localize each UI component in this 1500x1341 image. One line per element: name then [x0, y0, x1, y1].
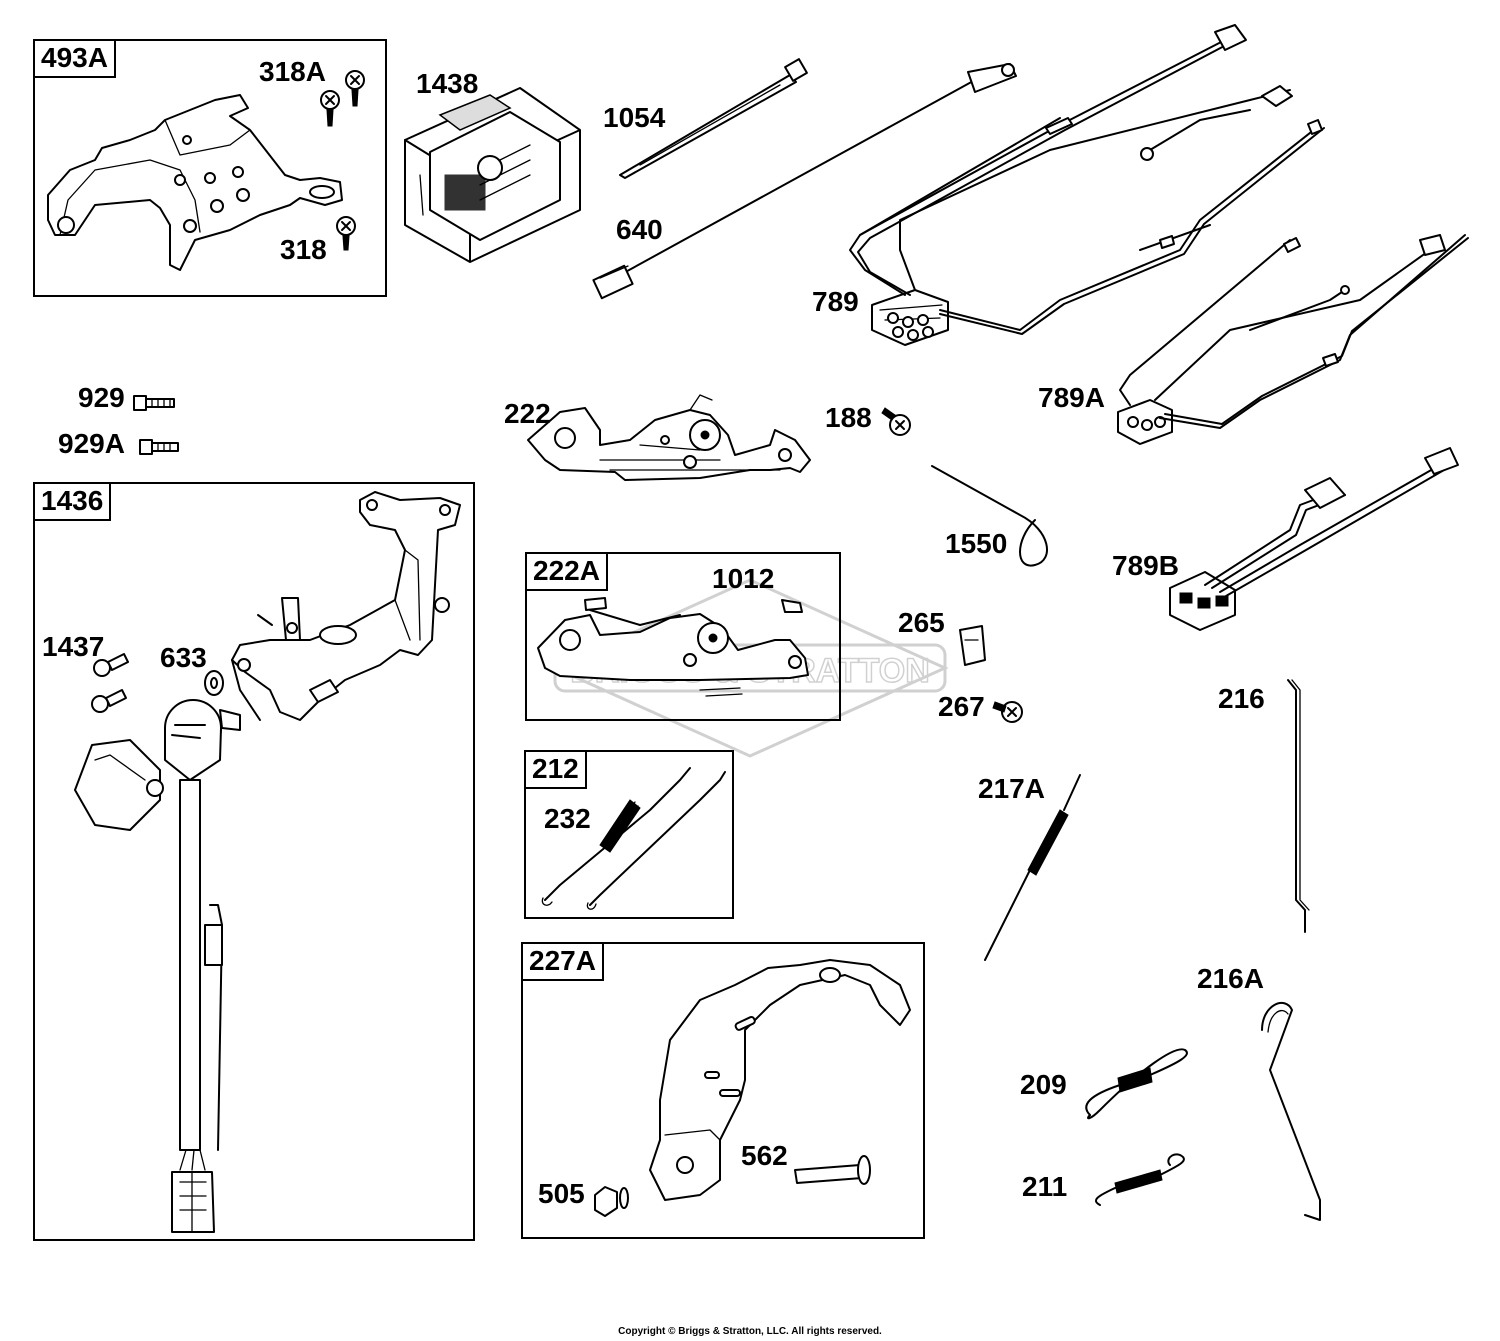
wiring-harness-789[interactable] [849, 24, 1325, 346]
governor-rod-216[interactable] [1287, 679, 1310, 933]
screw-267[interactable] [992, 701, 1023, 723]
group-box-493A [33, 39, 387, 297]
part-label-265[interactable]: 265 [898, 607, 945, 638]
governor-assembly-222A [537, 597, 809, 697]
screw-318A[interactable] [320, 70, 365, 127]
part-label-232[interactable]: 232 [544, 803, 591, 834]
group-label-227A[interactable]: 227A [523, 944, 604, 981]
group-label-1436[interactable]: 1436 [35, 484, 112, 521]
switch-assembly[interactable] [74, 699, 241, 1233]
part-label-640[interactable]: 640 [616, 214, 663, 245]
bracket-227A [649, 959, 911, 1201]
speed-control-assembly-1436 [231, 491, 461, 721]
part-label-929[interactable]: 929 [78, 382, 125, 413]
spring-209[interactable] [1085, 1048, 1188, 1120]
group-box-212 [524, 750, 734, 919]
spring-217A[interactable] [984, 774, 1081, 961]
screw-188[interactable] [881, 407, 911, 436]
part-label-1438[interactable]: 1438 [416, 68, 479, 99]
control-module-1438[interactable] [404, 87, 581, 263]
screw-929[interactable] [133, 395, 175, 411]
screw-318[interactable] [336, 216, 356, 251]
governor-rod-216A[interactable] [1261, 1001, 1321, 1221]
part-label-1550[interactable]: 1550 [945, 528, 1008, 559]
bracket-265[interactable] [959, 625, 986, 666]
wiring-harness-789B[interactable] [1169, 447, 1459, 631]
group-label-222A[interactable]: 222A [527, 554, 608, 591]
clip-1012[interactable] [781, 599, 803, 613]
part-label-633[interactable]: 633 [160, 642, 207, 673]
spring-232[interactable] [599, 799, 641, 853]
cable-tie-1054[interactable] [619, 58, 808, 179]
group-box-222A [525, 552, 841, 721]
part-label-211[interactable]: 211 [1022, 1171, 1068, 1202]
part-label-216[interactable]: 216 [1218, 683, 1265, 714]
part-label-318[interactable]: 318 [280, 234, 327, 265]
bolt-562[interactable] [794, 1155, 871, 1185]
group-box-1436 [33, 482, 475, 1241]
part-label-505[interactable]: 505 [538, 1178, 585, 1209]
part-label-1437[interactable]: 1437 [42, 631, 105, 662]
part-label-1054[interactable]: 1054 [603, 102, 666, 133]
screw-1437[interactable] [91, 653, 129, 713]
part-label-562[interactable]: 562 [741, 1140, 788, 1171]
part-label-318A[interactable]: 318A [259, 56, 326, 87]
spring-211[interactable] [1095, 1153, 1185, 1206]
governor-control-222[interactable] [527, 394, 811, 481]
part-label-217A[interactable]: 217A [978, 773, 1045, 804]
spring-pin-1550[interactable] [931, 465, 1048, 567]
group-label-493A[interactable]: 493A [35, 41, 116, 78]
part-label-216A[interactable]: 216A [1197, 963, 1264, 994]
part-label-929A[interactable]: 929A [58, 428, 125, 459]
throttle-bracket-493A[interactable] [47, 94, 343, 271]
part-label-267[interactable]: 267 [938, 691, 985, 722]
part-label-789B[interactable]: 789B [1112, 550, 1179, 581]
wiring-harness-789A[interactable] [1117, 234, 1469, 445]
part-label-222[interactable]: 222 [504, 398, 551, 429]
part-label-1012[interactable]: 1012 [712, 563, 775, 594]
part-label-209[interactable]: 209 [1020, 1069, 1067, 1100]
copyright-notice: Copyright © Briggs & Stratton, LLC. All … [618, 1326, 882, 1337]
part-label-188[interactable]: 188 [825, 402, 872, 433]
part-label-789A[interactable]: 789A [1038, 382, 1105, 413]
washer-633[interactable] [204, 670, 224, 696]
screw-929A[interactable] [139, 439, 179, 455]
wire-640[interactable] [592, 63, 1017, 300]
part-label-789[interactable]: 789 [812, 286, 859, 317]
group-label-212[interactable]: 212 [526, 752, 587, 789]
group-box-227A [521, 942, 925, 1239]
nut-505[interactable] [594, 1186, 629, 1217]
